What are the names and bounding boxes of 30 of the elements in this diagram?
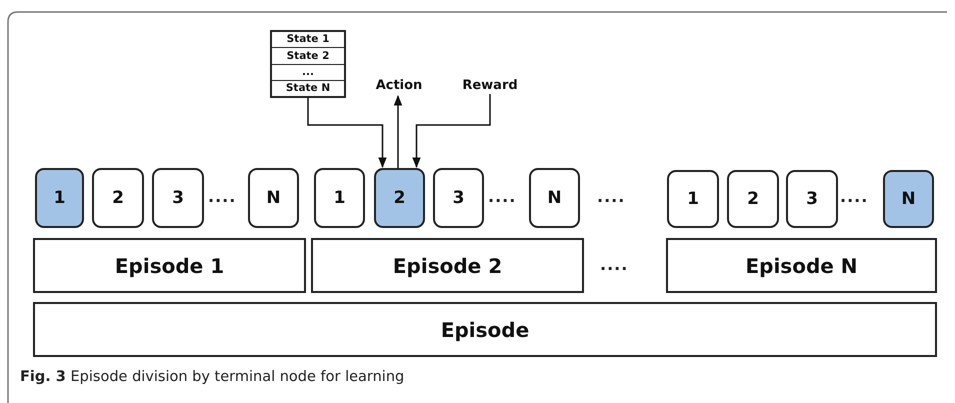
episode-box: Episode N	[666, 238, 937, 293]
table-row: State N	[272, 80, 344, 96]
figure-caption: Fig. 3 Episode division by terminal node for learning	[20, 369, 404, 385]
step-box: N	[248, 168, 299, 228]
step-box: N	[529, 168, 580, 228]
episode-box: Episode 1	[33, 238, 306, 293]
ellipsis-dots: ....	[488, 187, 516, 206]
step-box: 1	[314, 168, 365, 228]
table-row: State 2	[272, 47, 344, 64]
ellipsis-dots: ....	[600, 255, 628, 274]
arrow	[394, 94, 402, 168]
highlighted-step-box: 1	[35, 168, 84, 228]
step-box: 3	[152, 168, 204, 228]
table-row-text: State 1	[286, 32, 330, 48]
state-table	[270, 30, 346, 98]
step-box: 3	[786, 170, 838, 228]
ellipsis-dots: ....	[208, 187, 236, 206]
step-box: 3	[433, 168, 484, 228]
arrow	[307, 98, 387, 168]
step-box: 2	[727, 170, 779, 228]
ellipsis-dots: ....	[840, 187, 868, 206]
episode-box: Episode	[33, 302, 937, 357]
episode-box: Episode 2	[311, 238, 584, 293]
highlighted-step-box: N	[883, 170, 934, 228]
step-box: 2	[92, 168, 144, 228]
highlighted-step-box: 2	[374, 168, 425, 228]
ellipsis-dots: ....	[597, 187, 626, 206]
table-row: ...	[272, 64, 344, 80]
step-box: 1	[667, 170, 719, 228]
arrow	[412, 94, 491, 168]
